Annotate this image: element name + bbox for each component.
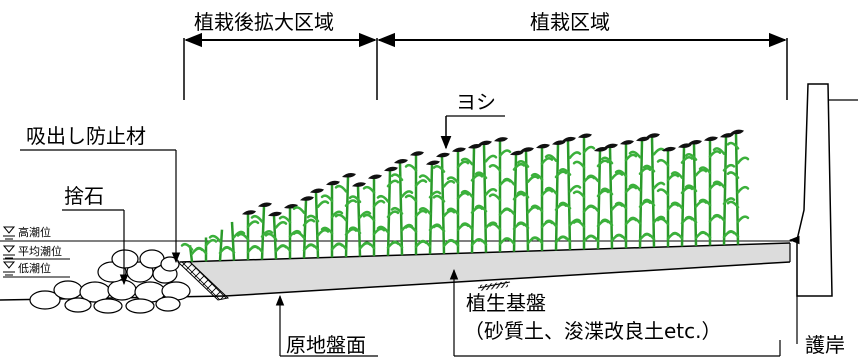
reed-plant (474, 140, 498, 253)
reed-plant (194, 237, 218, 262)
high-tide-symbol (2, 226, 16, 240)
reed-plant (222, 221, 246, 261)
reed-plant (320, 180, 344, 258)
scour-prevention-label: 吸出し防止材 (26, 124, 146, 148)
reed-plant (446, 147, 470, 254)
reed-plant (264, 211, 288, 260)
riprap-label: 捨石 (64, 184, 104, 208)
reed-plant (334, 172, 358, 258)
reed-plant (684, 139, 708, 246)
reed-plant (208, 229, 232, 262)
reed-plant (558, 136, 582, 250)
reed-plant (362, 174, 386, 257)
reed-plant (530, 143, 554, 251)
reed-plant (250, 202, 274, 260)
reed-label: ヨシ (456, 90, 496, 114)
reed-plant (502, 150, 526, 252)
vegetation-base-label: 植生基盤 (466, 291, 546, 315)
mean-tide-label: 平均潮位 (18, 244, 62, 258)
reed-plant (404, 151, 428, 255)
reed-plant (516, 147, 540, 252)
riprap-stones (29, 249, 191, 314)
original-ground-label: 原地盤面 (286, 333, 366, 357)
reed-plant (586, 147, 610, 250)
seawall-label: 護岸 (805, 333, 845, 357)
vegetation-base-material-label: （砂質土、浚渫改良土etc.） (464, 319, 722, 343)
original-ground-slope (224, 261, 791, 297)
reed-plant (572, 133, 596, 250)
reed-plant (460, 144, 484, 254)
reed-plant (544, 140, 568, 251)
zone-dimensions: 植栽後拡大区域 植栽区域 (183, 10, 788, 100)
reed-plant (488, 137, 512, 253)
vegetation-base-soil (187, 243, 790, 296)
zone-expansion-label: 植栽後拡大区域 (194, 10, 334, 34)
tide-levels: 高潮位 平均潮位 低潮位 (2, 225, 70, 278)
reed-plant (306, 188, 330, 258)
reed-plant (614, 140, 638, 249)
reed-plant (726, 129, 750, 245)
vegetation-base-hatch (477, 281, 511, 291)
low-tide-label: 低潮位 (18, 261, 51, 275)
reed-plant (600, 143, 624, 249)
reed-plant (418, 160, 442, 255)
low-tide-symbol (2, 261, 16, 276)
reed-plant (698, 136, 722, 246)
zone-planting-label: 植栽区域 (530, 10, 610, 34)
reed-plant (670, 143, 694, 247)
scour-prevention-mesh (176, 261, 230, 301)
reed-plant (348, 182, 372, 257)
reed-plants (180, 129, 750, 262)
reed-plant (712, 133, 736, 246)
reed-plant (642, 133, 666, 248)
reed-plant (432, 152, 456, 254)
reed-plant (236, 210, 260, 261)
high-tide-label: 高潮位 (18, 225, 51, 239)
reed-plant (390, 158, 414, 256)
reed-plant (628, 136, 652, 248)
mean-tide-symbol (2, 245, 16, 259)
seawall-structure (796, 83, 833, 297)
